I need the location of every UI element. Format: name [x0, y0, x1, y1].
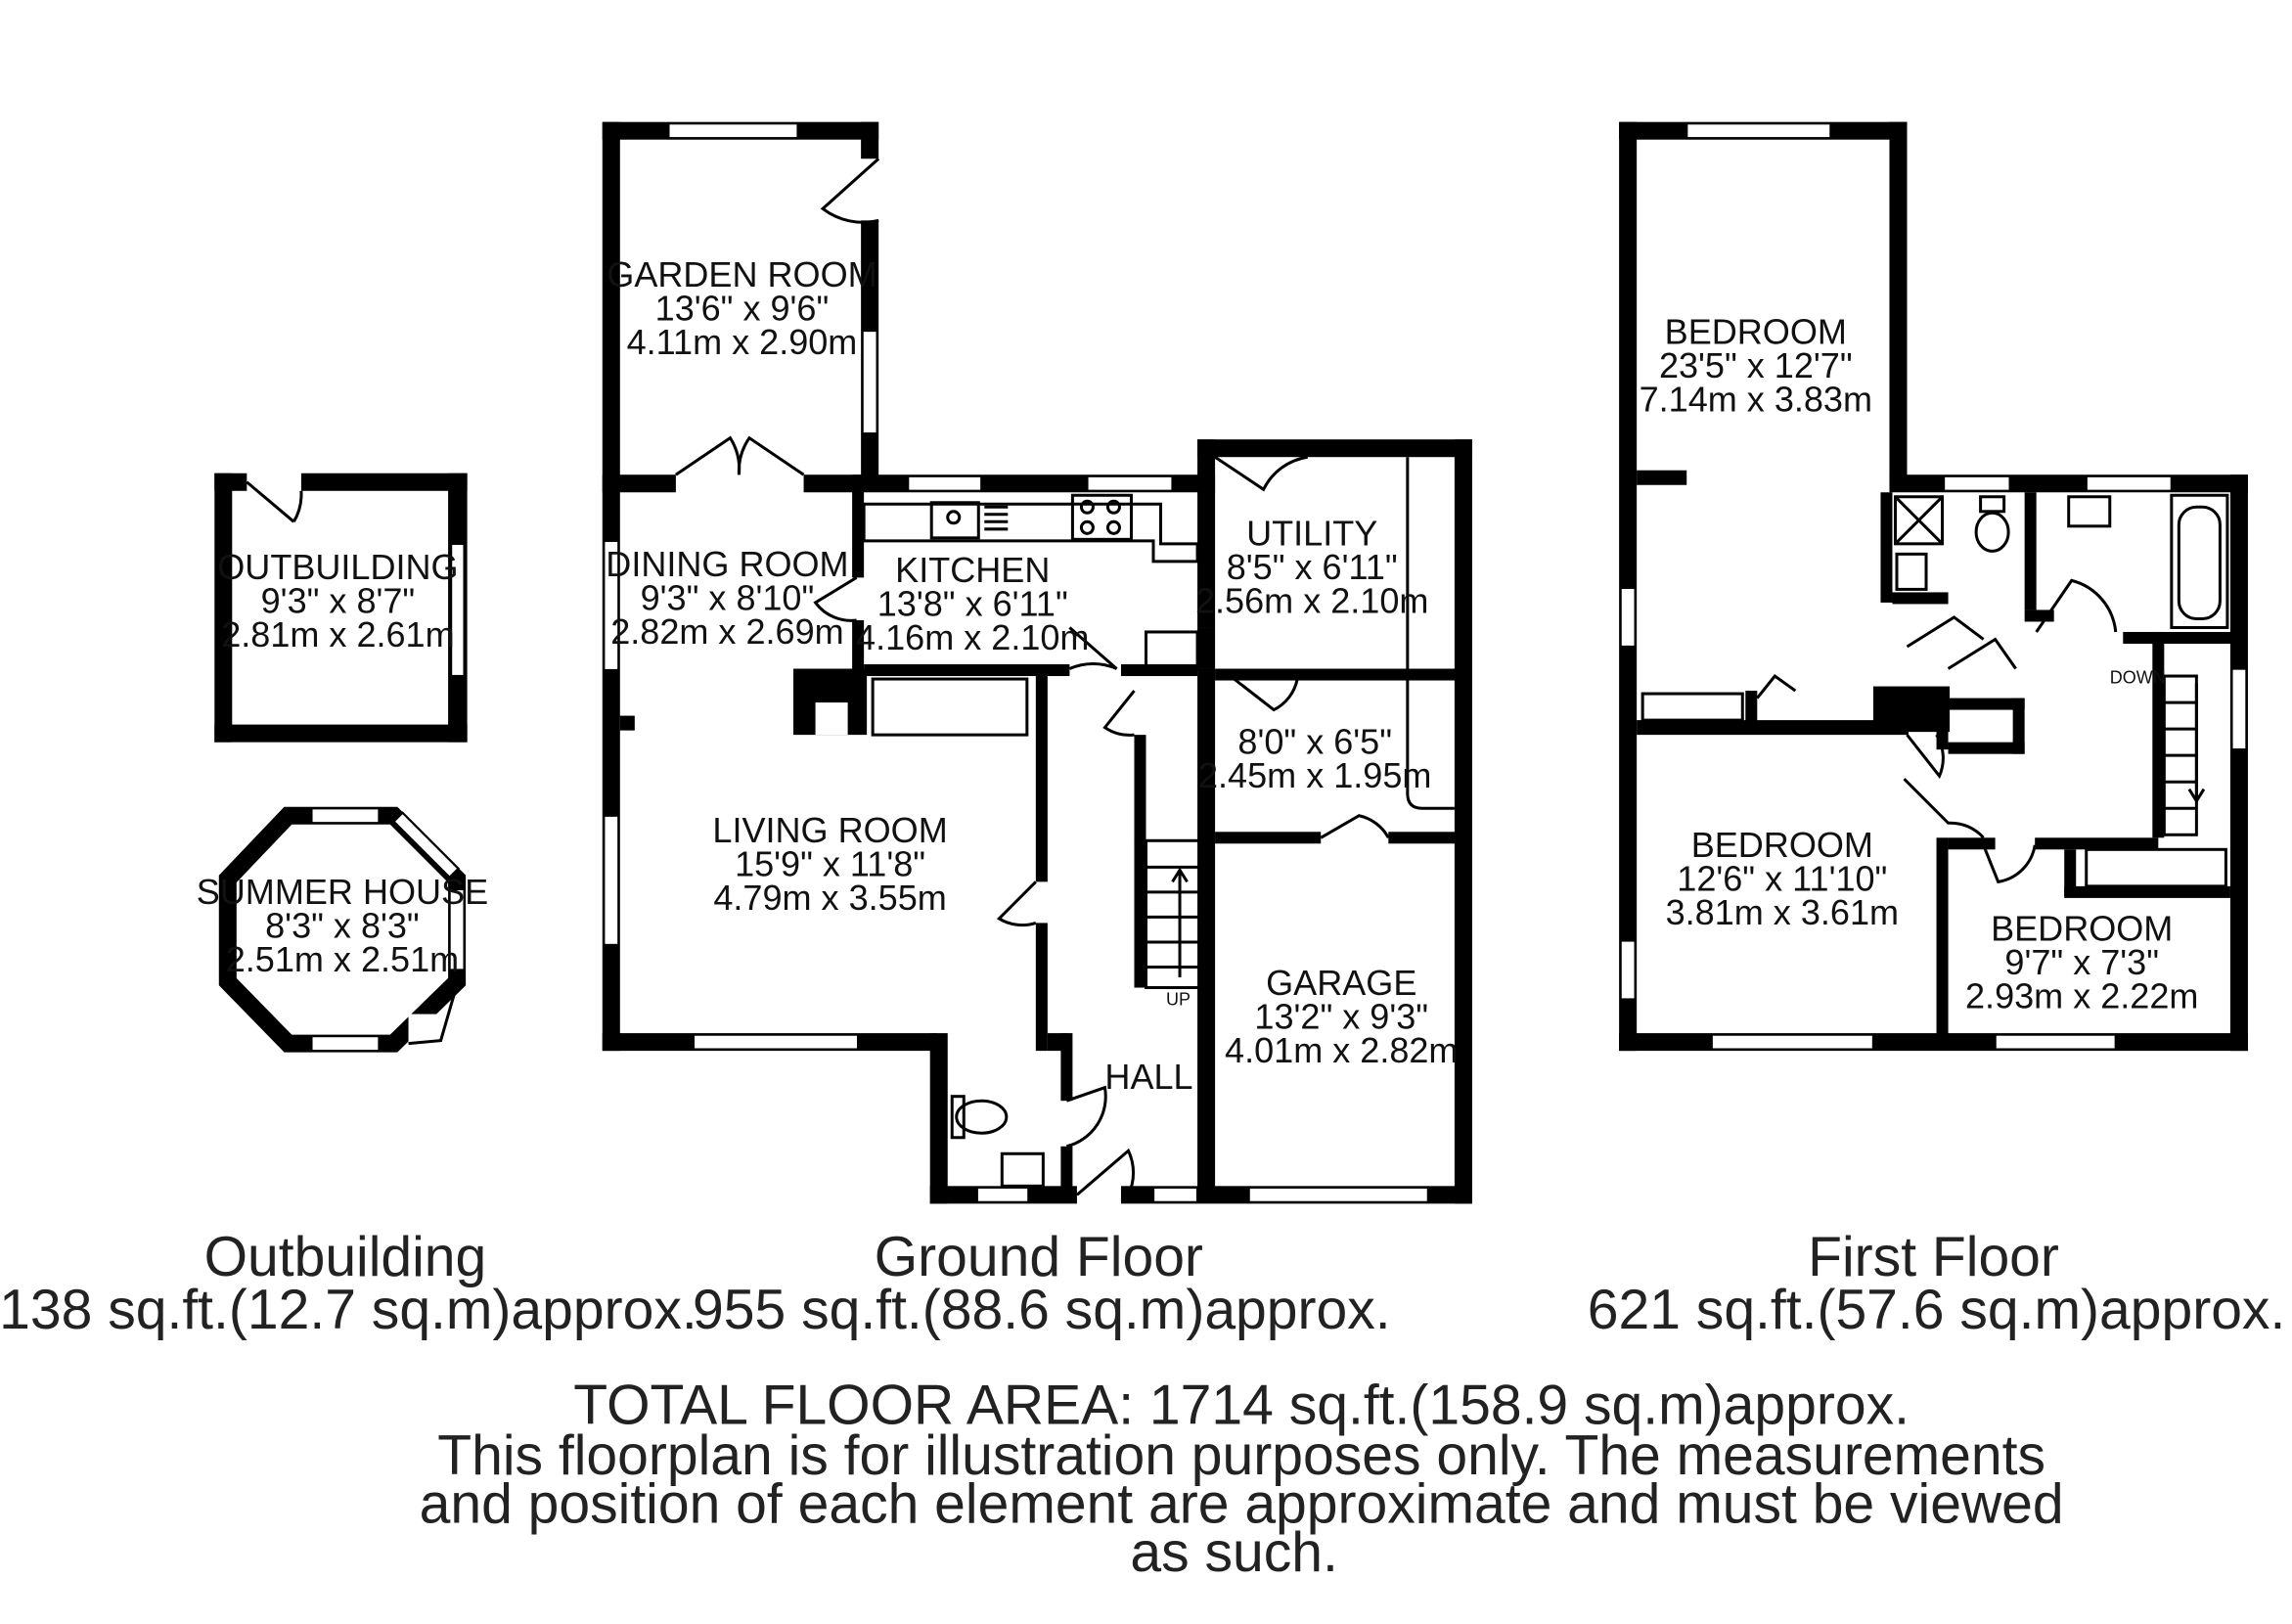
disclaimer-line-1: This floorplan is for illustration purpo…: [437, 1424, 2045, 1487]
room-dim-metric: 2.93m x 2.22m: [1965, 976, 2198, 1016]
room-dim-imperial: 9'3" x 8'10": [641, 577, 815, 617]
floor-title: First Floor: [1808, 1226, 2059, 1288]
stairs-up-label: UP: [1166, 990, 1191, 1010]
room-name: UTILITY: [1246, 513, 1377, 553]
room-name: KITCHEN: [895, 550, 1050, 590]
room-utility: UTILITY 8'5" x 6'11" 2.56m x 2.10m: [1195, 513, 1428, 620]
floor-area: 955 sq.ft.(88.6 sq.m)approx.: [693, 1279, 1391, 1341]
room-dim-metric: 2.56m x 2.10m: [1195, 580, 1428, 620]
room-dim-metric: 2.45m x 1.95m: [1198, 755, 1431, 795]
outbuilding-plan: [214, 473, 468, 743]
room-dim-imperial: 23'5" x 12'7": [1659, 345, 1853, 385]
ground-floor-plan: [602, 121, 1472, 1204]
room-dim-metric: 3.81m x 3.61m: [1666, 892, 1899, 932]
room-bedroom-2: BEDROOM 12'6" x 11'10" 3.81m x 3.61m: [1666, 825, 1899, 932]
stairs-down-label: DOWN: [2110, 668, 2166, 688]
room-dim-metric: 7.14m x 3.83m: [1640, 380, 1872, 420]
room-living-room: LIVING ROOM 15'9" x 11'8" 4.79m x 3.55m: [712, 810, 947, 918]
room-dim-metric: 2.82m x 2.69m: [610, 611, 843, 652]
room-dim-imperial: 9'7" x 7'3": [2004, 942, 2159, 982]
room-name: DINING ROOM: [606, 544, 848, 584]
floor-title: Outbuilding: [204, 1226, 487, 1288]
disclaimer-line-2: and position of each element are approxi…: [420, 1472, 2064, 1535]
room-name: HALL: [1104, 1057, 1192, 1097]
room-summer-house: SUMMER HOUSE 8'3" x 8'3" 2.51m x 2.51m: [197, 872, 488, 979]
room-bedroom-3: BEDROOM 9'7" x 7'3" 2.93m x 2.22m: [1965, 908, 2198, 1015]
room-dim-imperial: 12'6" x 11'10": [1677, 858, 1887, 898]
first-floor-plan: [1619, 121, 2248, 1052]
room-name: LIVING ROOM: [712, 810, 947, 850]
room-dining-room: DINING ROOM 9'3" x 8'10" 2.82m x 2.69m: [606, 544, 848, 652]
room-outbuilding: OUTBUILDING 9'3" x 8'7" 2.81m x 2.61m: [217, 547, 458, 654]
floor-area-ground: Ground Floor 955 sq.ft.(88.6 sq.m)approx…: [693, 1226, 1391, 1341]
room-store: 8'0" x 6'5" 2.45m x 1.95m: [1198, 722, 1431, 796]
summer-house-plan: [218, 806, 467, 1053]
room-name: SUMMER HOUSE: [197, 872, 488, 912]
room-dim-metric: 2.81m x 2.61m: [221, 614, 454, 654]
disclaimer-line-3: as such.: [1130, 1521, 1337, 1584]
room-dim-imperial: 8'0" x 6'5": [1237, 722, 1392, 762]
room-dim-imperial: 9'3" x 8'7": [261, 580, 416, 620]
total-floor-area: TOTAL FLOOR AREA: 1714 sq.ft.(158.9 sq.m…: [573, 1375, 1910, 1437]
room-dim-imperial: 8'3" x 8'3": [265, 905, 420, 945]
room-name: BEDROOM: [1691, 825, 1873, 865]
floor-area: 621 sq.ft.(57.6 sq.m)approx.: [1588, 1279, 2286, 1341]
room-name: BEDROOM: [1665, 312, 1847, 352]
floor-area-outbuilding: Outbuilding 138 sq.ft.(12.7 sq.m)approx.: [0, 1226, 697, 1341]
room-dim-imperial: 8'5" x 6'11": [1227, 547, 1398, 587]
ground-stairs: [1146, 865, 1213, 978]
footer-disclaimer: TOTAL FLOOR AREA: 1714 sq.ft.(158.9 sq.m…: [420, 1375, 2064, 1584]
room-name: GARDEN ROOM: [607, 254, 876, 294]
room-dim-imperial: 15'9" x 11'8": [735, 843, 925, 883]
room-dim-metric: 4.79m x 3.55m: [713, 878, 946, 918]
room-dim-imperial: 13'8" x 6'11": [877, 583, 1068, 623]
floor-area-first: First Floor 621 sq.ft.(57.6 sq.m)approx.: [1588, 1226, 2286, 1341]
room-name: BEDROOM: [1991, 908, 2173, 948]
room-hall: HALL: [1104, 1057, 1192, 1097]
room-name: GARAGE: [1266, 963, 1416, 1003]
room-dim-metric: 4.11m x 2.90m: [627, 322, 858, 362]
room-dim-metric: 4.16m x 2.10m: [856, 617, 1089, 657]
room-dim-metric: 2.51m x 2.51m: [226, 939, 459, 979]
floor-title: Ground Floor: [875, 1226, 1203, 1288]
room-garage: GARAGE 13'2" x 9'3" 4.01m x 2.82m: [1225, 963, 1458, 1070]
room-dim-metric: 4.01m x 2.82m: [1225, 1030, 1458, 1070]
floor-area: 138 sq.ft.(12.7 sq.m)approx.: [0, 1279, 697, 1341]
first-floor-stairs: [2162, 674, 2206, 836]
room-dim-imperial: 13'2" x 9'3": [1254, 997, 1428, 1037]
room-name: OUTBUILDING: [217, 547, 458, 587]
room-bedroom-1: BEDROOM 23'5" x 12'7" 7.14m x 3.83m: [1640, 312, 1872, 420]
room-dim-imperial: 13'6" x 9'6": [655, 288, 830, 328]
room-garden-room: GARDEN ROOM 13'6" x 9'6" 4.11m x 2.90m: [607, 254, 876, 362]
room-kitchen: KITCHEN 13'8" x 6'11" 4.16m x 2.10m: [856, 550, 1089, 657]
